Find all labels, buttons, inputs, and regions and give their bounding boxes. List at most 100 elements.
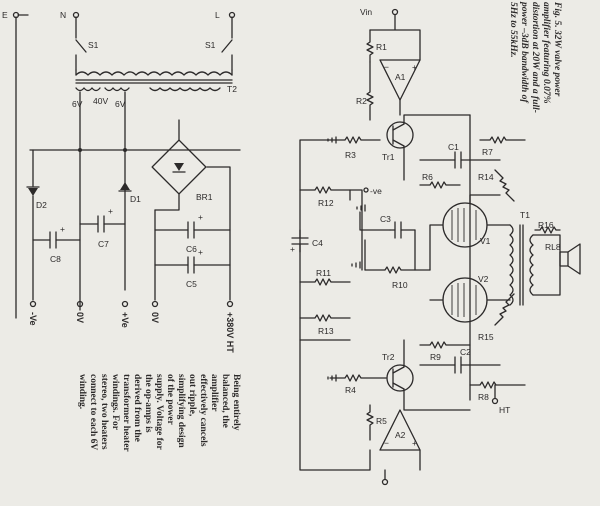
valve-v2: V2 [442, 274, 489, 323]
side-note-line: balanced, the [220, 374, 230, 428]
resistor-label: R4 [345, 385, 356, 395]
side-note-line: connect to each 6V [88, 374, 98, 450]
transistor-tr2: Tr2 [382, 339, 471, 411]
cap-label: C6 [186, 244, 197, 254]
vin-label: Vin [360, 7, 372, 17]
bridge-rectifier: BR1 [151, 119, 231, 301]
transformer-t2: T2 6V 40V 6V [72, 69, 237, 109]
winding-label: 6V [72, 99, 83, 109]
switch-label: S1 [88, 40, 99, 50]
opamp-a2: A2 − + [299, 339, 421, 486]
resistor-label: R11 [316, 268, 331, 278]
caption-line: 5Hz to 55kHz. [508, 2, 518, 58]
load-label: RL8 [545, 242, 561, 252]
capacitor-c6: + C6 [154, 212, 231, 254]
power-supply: L N E S1 S1 T2 [2, 10, 241, 353]
resistor-r1: R1 [366, 29, 387, 63]
resistor-r11: R11 [299, 268, 351, 286]
t2-label: T2 [227, 84, 237, 94]
diode-label: D2 [36, 200, 47, 210]
cap-label: C7 [98, 239, 109, 249]
bridge-label: BR1 [196, 192, 213, 202]
resistor-r5: R5 [366, 404, 387, 441]
svg-text:−: − [384, 438, 389, 448]
ht-input: HT [491, 384, 510, 415]
valve-label: V1 [480, 236, 491, 246]
resistor-r12: R12 [299, 186, 351, 208]
resistor-label: R16 [538, 220, 554, 230]
valve-label: V2 [478, 274, 489, 284]
resistor-label: R15 [478, 332, 494, 342]
svg-text:+: + [412, 62, 417, 72]
resistor-label: R3 [345, 150, 356, 160]
opamp-label: A2 [395, 430, 406, 440]
caption-line: distortion at 20W and a full- [530, 2, 540, 113]
resistor-label: R14 [478, 172, 494, 182]
capacitor-c4: + C4 [290, 229, 323, 254]
cap-label: C4 [312, 238, 323, 248]
figure-caption: Fig. 5. 32W valve power amplifier featur… [508, 1, 562, 113]
side-note-line: winding. [77, 374, 87, 409]
resistor-r4: R4 [329, 374, 387, 395]
live-label: L [215, 10, 220, 20]
transistor-tr1: Tr1 [382, 114, 471, 181]
resistor-r7: R7 [479, 136, 526, 157]
svg-text:+: + [290, 244, 295, 254]
svg-text:+: + [412, 438, 417, 448]
side-note-line: amplifier [209, 374, 219, 412]
opamp-label: A1 [395, 72, 406, 82]
valve-v1: V1 [442, 194, 501, 248]
switch-label: S1 [205, 40, 216, 50]
side-note-line: Being entirely [231, 374, 241, 431]
resistor-r13: R13 [299, 314, 351, 336]
diode-label: D1 [130, 194, 141, 204]
side-note-line: effectively cancels [198, 374, 208, 447]
caption-title: Fig. 5. 32W valve power [552, 1, 562, 97]
ground-symbols [327, 136, 366, 382]
side-note-line: derived from the [132, 374, 142, 442]
cap-label: C1 [448, 142, 459, 152]
side-note-line: transformer heater [121, 374, 131, 452]
side-note-line: windings. For [110, 374, 120, 431]
resistor-r10: R10 [364, 266, 431, 290]
neg-supply-tap: -ve [349, 186, 382, 271]
side-note-line: supply. Voltage for [154, 374, 164, 451]
diode-d2: D2 [26, 149, 47, 301]
resistor-label: R8 [478, 392, 489, 402]
side-note-line: out ripple, [187, 374, 197, 417]
mains-switch-neutral: S1 [75, 39, 99, 71]
resistor-label: R5 [376, 416, 387, 426]
earth-label: E [2, 10, 8, 20]
diode-d1: D1 [118, 182, 141, 204]
t1-label: T1 [520, 210, 530, 220]
cap-label: C3 [380, 214, 391, 224]
resistor-r6: R6 [419, 172, 461, 189]
caption-line: amplifier featuring 0.07% [541, 2, 551, 104]
cap-label: C8 [50, 254, 61, 264]
resistor-r16: R16 [534, 220, 561, 234]
zero-terminal-label: 0V [75, 312, 85, 323]
winding-label: 6V [115, 99, 126, 109]
svg-text:+: + [198, 212, 203, 222]
transistor-label: Tr2 [382, 352, 395, 362]
resistor-label: R7 [482, 147, 493, 157]
cap-label: C5 [186, 279, 197, 289]
resistor-r3: R3 [329, 136, 381, 160]
resistor-r14: R14 [478, 169, 515, 202]
capacitor-c2: C2 [419, 347, 501, 374]
resistor-r8: R8 [469, 381, 526, 402]
opamp-a1: A1 − + [379, 59, 421, 116]
neg-label: -ve [370, 186, 382, 196]
transformer-t1: T1 [509, 210, 561, 306]
amplifier: Vin R1 A1 − + R2 R3 Tr1 [290, 7, 581, 486]
pos-terminal-label: +Ve [120, 312, 130, 328]
svg-text:+: + [198, 247, 203, 257]
ps-output-terminals: -Ve 0V +Ve 0V +380V HT [28, 300, 235, 353]
capacitor-c5: + C5 [154, 247, 231, 289]
cap-label: C2 [460, 347, 471, 357]
ht-terminal-label: +380V HT [225, 312, 235, 353]
svg-text:+: + [60, 224, 65, 234]
speaker-rl8: RL8 [545, 242, 581, 275]
resistor-r2: R2 [356, 61, 374, 121]
